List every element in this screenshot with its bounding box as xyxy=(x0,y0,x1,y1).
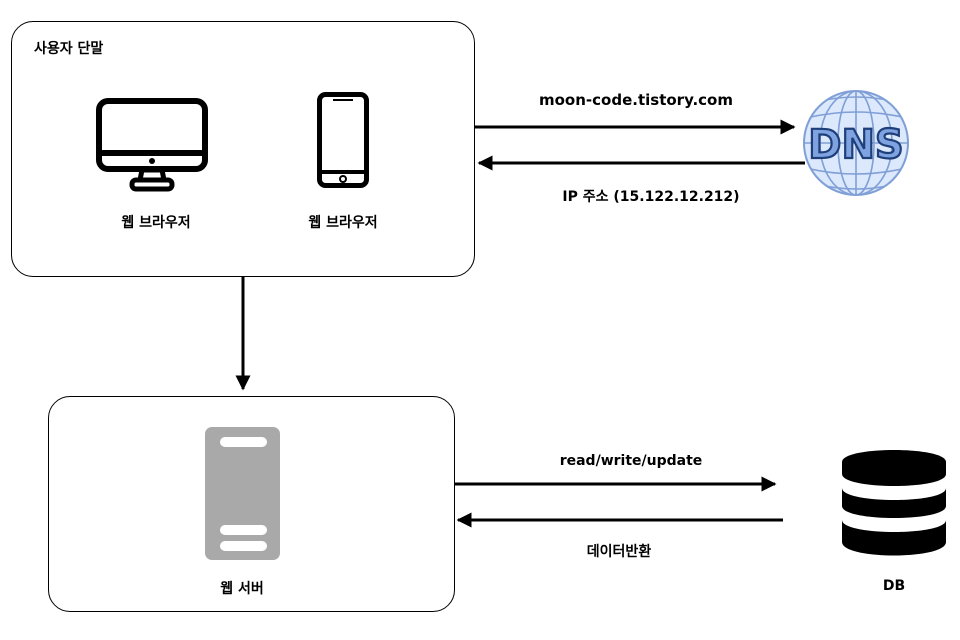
monitor-icon xyxy=(96,98,208,192)
db-request-label: read/write/update xyxy=(559,453,703,469)
dns-icon-text: DNS xyxy=(808,122,904,168)
database-icon xyxy=(842,450,946,556)
client-device-box xyxy=(11,21,475,277)
db-label: DB xyxy=(882,578,906,594)
server-icon xyxy=(205,427,280,560)
web-server-label: 웹 서버 xyxy=(220,581,264,597)
device-label-mobile: 웹 브라우저 xyxy=(308,215,378,231)
smartphone-icon xyxy=(317,92,369,188)
client-box-title: 사용자 단말 xyxy=(34,41,104,57)
db-response-label: 데이터반환 xyxy=(586,544,652,560)
dns-response-label: IP 주소 (15.122.12.212) xyxy=(562,189,740,205)
dns-request-label: moon-code.tistory.com xyxy=(539,91,733,109)
device-label-desktop: 웹 브라우저 xyxy=(121,215,191,231)
dns-globe-icon: DNS xyxy=(803,90,909,196)
